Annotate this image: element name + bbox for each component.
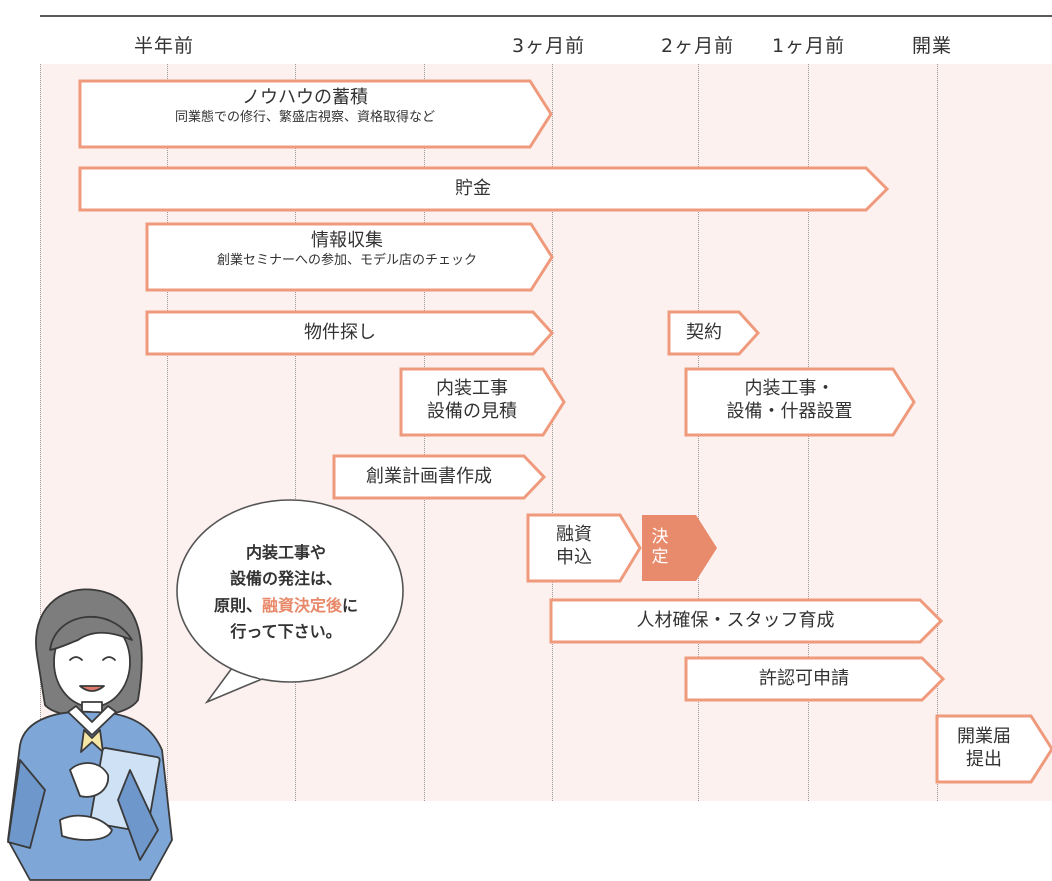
timeline-label-6-months: 半年前 [134, 35, 195, 57]
staff-training-label: 人材確保・スタッフ育成 [636, 610, 835, 631]
timeline-label-2-months: 2ヶ月前 [661, 35, 735, 57]
grid-line [552, 64, 553, 801]
opening-notice-label: 開業届 提出 [957, 726, 1011, 770]
timeline-label-opening: 開業 [912, 35, 953, 57]
timeline-label-1-month: 1ヶ月前 [772, 35, 846, 57]
savings-label: 貯金 [455, 178, 491, 199]
opening-notice-arrow [935, 714, 1052, 784]
grid-line [167, 64, 168, 801]
installation-label: 内装工事・ 設備・什器設置 [726, 378, 853, 422]
timeline-label-3-months: 3ヶ月前 [512, 35, 586, 57]
property-search-label: 物件探し [304, 322, 376, 343]
property-arrow [145, 310, 555, 356]
advice-text: 内装工事や 設備の発注は、 原則、融資決定後に 行って下さい。 [213, 543, 359, 642]
estimate-arrow [399, 367, 566, 437]
savings-arrow [78, 166, 890, 212]
speech-bubble [176, 499, 404, 704]
knowhow-label: ノウハウの蓄積 同業態での修行、繁盛店視察、資格取得など [174, 87, 435, 125]
info-arrow [145, 222, 554, 292]
knowhow-arrow [78, 79, 553, 149]
grid-line [295, 64, 296, 801]
grid-line [937, 64, 938, 801]
loan-application-label: 融資 申込 [556, 524, 592, 568]
contract-label: 契約 [686, 322, 722, 343]
business-plan-label: 創業計画書作成 [366, 466, 492, 487]
timeline-axis [40, 15, 1052, 17]
permit-arrow [684, 656, 946, 702]
decision-arrow [642, 515, 717, 581]
decision-label: 決 定 [651, 527, 669, 568]
estimate-label: 内装工事 設備の見積 [427, 378, 517, 422]
permit-application-label: 許認可申請 [759, 668, 849, 689]
loan-apply-arrow [526, 513, 642, 583]
staff-character-illustration [7, 588, 173, 881]
staff-arrow [549, 598, 944, 644]
contract-arrow [667, 310, 761, 356]
plan-arrow [332, 454, 547, 500]
info-gathering-label: 情報収集 創業セミナーへの参加、モデル店のチェック [216, 230, 477, 268]
advice-highlight: 融資決定後 [261, 595, 342, 615]
install-arrow [684, 367, 916, 437]
grid-line [40, 64, 41, 801]
